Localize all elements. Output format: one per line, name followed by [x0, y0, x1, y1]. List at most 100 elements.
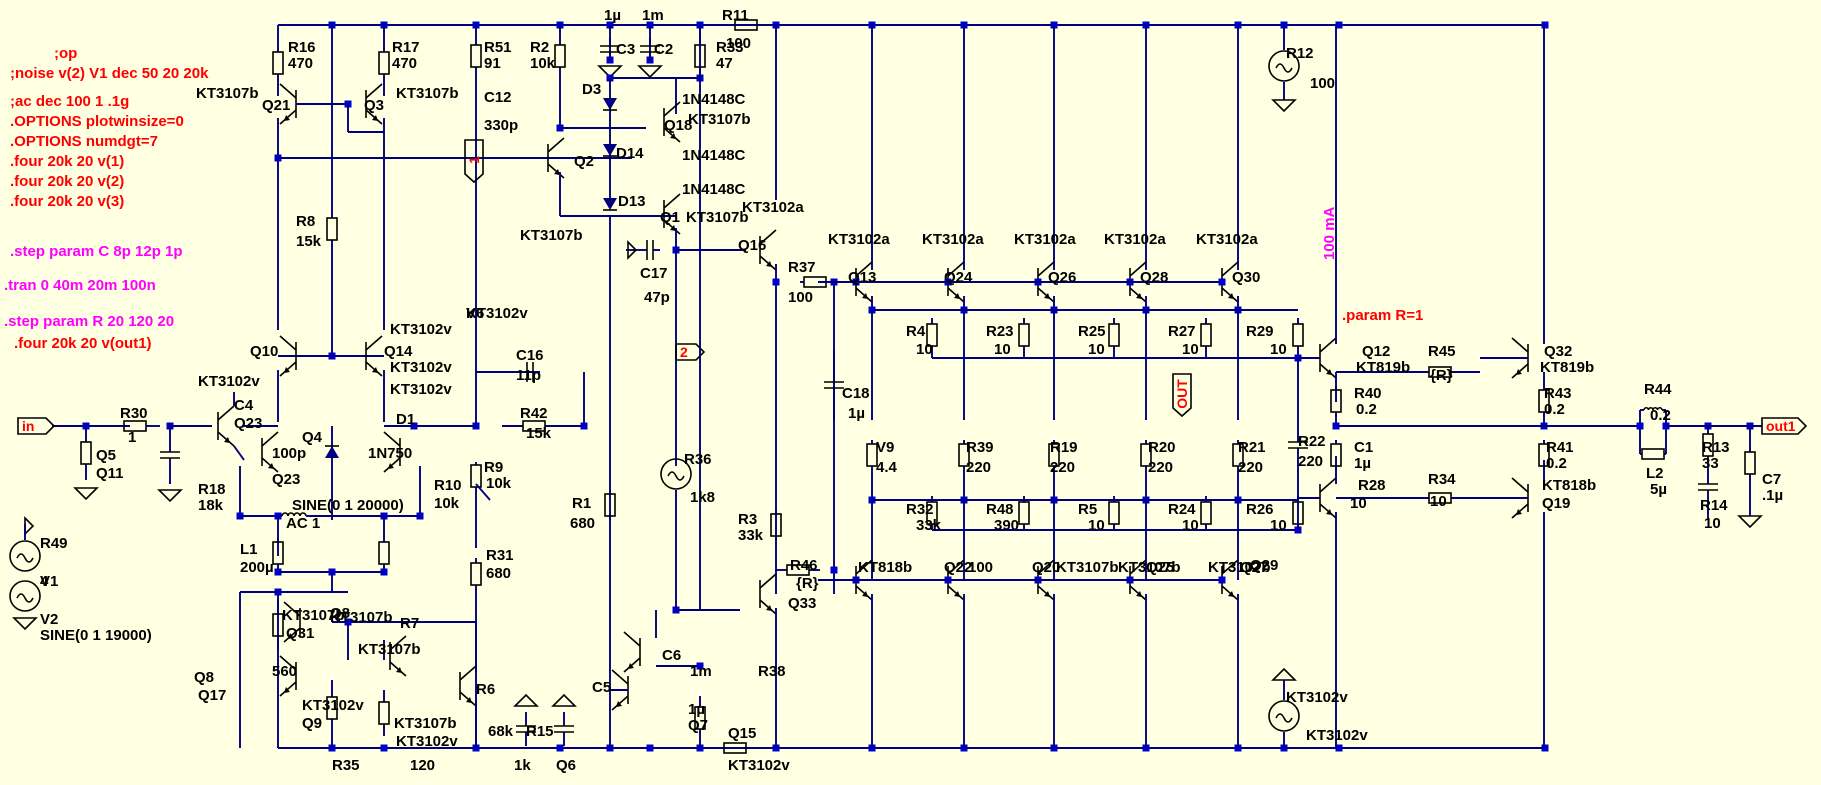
label: R37 [788, 259, 816, 276]
label: KT3107b [520, 227, 583, 244]
label: Q16 [738, 237, 766, 254]
junction-dot [1636, 422, 1644, 430]
transistor-collector [365, 335, 383, 351]
resistor-body [1538, 389, 1550, 413]
label: .four 20k 20 v(2) [10, 173, 124, 190]
emitter-arrow [766, 605, 772, 611]
label: KT3107b [688, 111, 751, 128]
label: C1 [1354, 439, 1373, 456]
transistor-emitter [611, 695, 629, 711]
label: Q6 [556, 757, 576, 774]
label: Q18 [664, 117, 692, 134]
resistor-body [926, 323, 938, 347]
label: 330p [484, 117, 518, 134]
junction-dot [772, 278, 780, 286]
transistor-emitter [947, 287, 965, 303]
transistor-emitter [947, 585, 965, 601]
label: R46 [790, 557, 818, 574]
resistor-body [80, 441, 92, 465]
label: 68k [488, 723, 514, 740]
label: 0.2 [1544, 401, 1565, 418]
junction-dot [380, 744, 388, 752]
label: 200µ [240, 559, 274, 576]
label: 10 [1088, 341, 1105, 358]
label: 100p [272, 445, 306, 462]
diode-symbol [603, 144, 617, 156]
label: R42 [520, 405, 548, 422]
label: Q33 [788, 595, 816, 612]
resistor-body [1428, 366, 1452, 378]
emitter-arrow [224, 437, 230, 443]
resistor-body [958, 443, 970, 467]
label: R30 [120, 405, 148, 422]
label: V6 [466, 305, 484, 322]
resistor-body [470, 562, 482, 586]
transistor-collector [663, 101, 681, 117]
label: R21 [1238, 439, 1266, 456]
label: 1N750 [368, 445, 412, 462]
voltage-source [9, 540, 41, 572]
label: 10 [1350, 495, 1367, 512]
label: R36 [684, 451, 712, 468]
label: ;op [54, 45, 77, 62]
ground-symbol [597, 65, 623, 79]
label: Q23 [234, 415, 262, 432]
transistor-collector [283, 601, 301, 617]
net-label: out1 [1766, 418, 1796, 434]
resistor-body [272, 613, 284, 637]
label: 47p [644, 289, 670, 306]
label: 470 [288, 55, 313, 72]
voltage-source [9, 580, 41, 612]
label: .step param C 8p 12p 1p [10, 243, 183, 260]
transistor-collector [1319, 477, 1337, 493]
ground-symbol [637, 65, 663, 79]
emitter-arrow [1228, 293, 1234, 299]
label: KT3107b [1118, 559, 1181, 576]
junction-dot [1218, 576, 1226, 584]
label: KT3102v [1306, 727, 1368, 744]
junction-dot [556, 744, 564, 752]
label: R14 [1700, 497, 1728, 514]
junction-dot [1541, 21, 1549, 29]
net-label: 2 [680, 344, 688, 360]
resistor-body [326, 696, 338, 720]
junction-dot [1335, 744, 1343, 752]
schematic-graphics [9, 19, 1808, 754]
label: Q29 [1250, 557, 1278, 574]
transistor-emitter [261, 457, 279, 473]
label: L1 [240, 541, 258, 558]
label: ;noise v(2) V1 dec 50 20 20k [10, 65, 209, 82]
label: KT3102v [466, 305, 528, 322]
label: Q32 [1544, 343, 1572, 360]
label: 1µ [604, 7, 621, 24]
resistor-body [522, 420, 546, 432]
label: KT3102v [198, 373, 260, 390]
label: Q12 [1362, 343, 1390, 360]
label: R18 [198, 481, 226, 498]
emitter-arrow [1044, 293, 1050, 299]
label: R16 [288, 39, 316, 56]
label: KT3107b [1056, 559, 1119, 576]
label: Q8 [194, 669, 214, 686]
label: Q15 [728, 725, 756, 742]
label: Q14 [384, 343, 413, 360]
net-flag [1761, 417, 1808, 435]
label: R3 [738, 511, 757, 528]
junction-dot [830, 566, 838, 574]
resistor-body [734, 19, 758, 31]
transistor-emitter [623, 657, 641, 673]
label: C16 [516, 347, 544, 364]
label: Q13 [848, 269, 876, 286]
resistor-body [866, 443, 878, 467]
label: 1k8 [690, 489, 715, 506]
label: 47 [716, 55, 733, 72]
resistor-body [272, 51, 284, 75]
label: R33 [716, 39, 744, 56]
net-flag [1172, 373, 1192, 418]
transistor-collector [855, 261, 873, 277]
label: KT819b [1356, 359, 1410, 376]
label: 220 [1148, 459, 1173, 476]
label: 1N4148C [682, 91, 746, 108]
voltage-source [660, 458, 692, 490]
